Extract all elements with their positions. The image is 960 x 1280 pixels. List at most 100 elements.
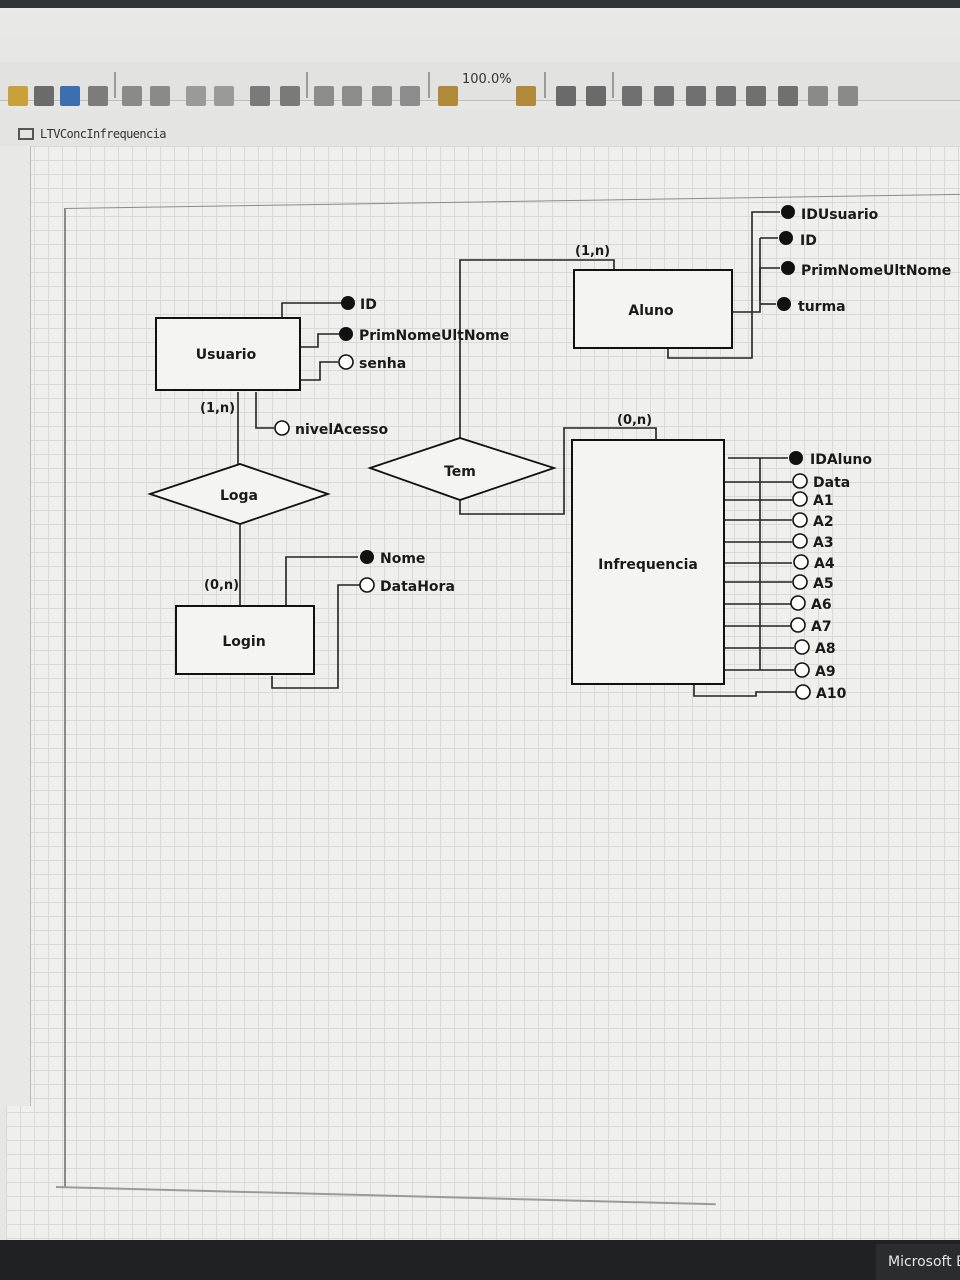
arrow-left-icon[interactable] <box>314 86 334 106</box>
attribute-label: A7 <box>811 619 832 635</box>
paste-icon[interactable] <box>280 86 300 106</box>
layer-back-icon[interactable] <box>586 86 606 106</box>
text-tool-icon[interactable] <box>808 86 828 106</box>
key-attribute-dot <box>781 261 795 275</box>
zoom-in-icon[interactable] <box>516 86 536 106</box>
attribute-label: ID <box>800 233 817 249</box>
relationship-tool-icon[interactable] <box>654 86 674 106</box>
attribute-label: A5 <box>813 576 834 592</box>
attribute-dot <box>359 577 375 593</box>
attribute-dot <box>793 554 809 570</box>
print-icon[interactable] <box>88 86 108 106</box>
svg-text:Aluno: Aluno <box>628 303 674 319</box>
toolbar-separator <box>428 72 430 98</box>
attribute-dot <box>338 354 354 370</box>
open-folder-icon[interactable] <box>8 86 28 106</box>
menu-strip <box>0 0 960 58</box>
entity-infrequencia[interactable]: Infrequencia <box>571 439 725 685</box>
cardinality-label: (1,n) <box>575 244 610 259</box>
zoom-out-icon[interactable] <box>438 86 458 106</box>
key-attribute-dot <box>789 451 803 465</box>
attribute-label: A2 <box>813 514 834 530</box>
arrow-down-icon[interactable] <box>372 86 392 106</box>
layer-icon[interactable] <box>556 86 576 106</box>
connector-line <box>459 427 657 515</box>
attribute-dot <box>794 639 810 655</box>
save-icon[interactable] <box>34 86 54 106</box>
copy-icon[interactable] <box>250 86 270 106</box>
tab-label: LTVConcInfrequencia <box>40 127 166 141</box>
align-right-icon[interactable] <box>214 86 234 106</box>
screen: 100.0% LTVConcInfrequencia <box>0 0 960 1240</box>
connector-line <box>667 211 780 359</box>
connector-line <box>693 684 796 697</box>
attribute-tool-icon[interactable] <box>686 86 706 106</box>
attribute-label: A10 <box>816 686 847 702</box>
connector-line <box>459 259 615 438</box>
attribute-label: IDUsuario <box>801 207 879 223</box>
arrow-right-icon[interactable] <box>400 86 420 106</box>
zoom-level: 100.0% <box>462 72 512 87</box>
key-attribute-dot <box>781 205 795 219</box>
toolbar-separator <box>612 72 614 98</box>
link-tool-icon[interactable] <box>716 86 736 106</box>
save-as-icon[interactable] <box>60 86 80 106</box>
relationship-tem[interactable]: Tem <box>367 437 557 501</box>
attribute-label: Data <box>813 475 850 491</box>
svg-text:Infrequencia: Infrequencia <box>598 557 698 573</box>
taskbar <box>0 1240 960 1280</box>
attribute-dot <box>795 684 811 700</box>
left-gutter <box>0 146 31 1106</box>
cardinality-label: (0,n) <box>204 578 239 593</box>
attribute-label: IDAluno <box>810 452 872 468</box>
cardinality-label: (0,n) <box>617 413 652 428</box>
entity-aluno[interactable]: Aluno <box>573 269 733 349</box>
entity-usuario[interactable]: Usuario <box>155 317 301 391</box>
attribute-dot <box>792 491 808 507</box>
connector-line <box>285 556 358 606</box>
entity-login[interactable]: Login <box>175 605 315 675</box>
toolbar-separator <box>544 72 546 98</box>
align-left-icon[interactable] <box>186 86 206 106</box>
redo-icon[interactable] <box>150 86 170 106</box>
svg-text:Loga: Loga <box>220 488 258 504</box>
attribute-dot <box>274 420 290 436</box>
attribute-dot <box>790 617 806 633</box>
toolbar-separator <box>306 72 308 98</box>
undo-icon[interactable] <box>122 86 142 106</box>
attribute-dot <box>790 595 806 611</box>
connector-line <box>300 361 338 381</box>
arrow-up-icon[interactable] <box>342 86 362 106</box>
attribute-label: A9 <box>815 664 836 680</box>
attribute-label: DataHora <box>380 579 455 595</box>
diagram-icon <box>18 128 34 140</box>
attribute-label: A4 <box>814 556 835 572</box>
self-relation-tool-icon[interactable] <box>778 86 798 106</box>
attribute-dot <box>792 512 808 528</box>
specialization-tool-icon[interactable] <box>746 86 766 106</box>
connector-line <box>732 267 780 313</box>
attribute-label: A8 <box>815 641 836 657</box>
tab-diagram[interactable]: LTVConcInfrequencia <box>6 116 176 148</box>
key-attribute-dot <box>360 550 374 564</box>
page-border <box>64 208 66 1188</box>
attribute-label: turma <box>798 299 846 315</box>
attribute-label: A6 <box>811 597 832 613</box>
key-attribute-dot <box>777 297 791 311</box>
tab-bar <box>0 110 960 146</box>
connector-line <box>300 333 342 348</box>
er-diagram: Usuario Aluno Login Infrequencia Loga Te… <box>147 205 951 702</box>
relationship-loga[interactable]: Loga <box>147 463 331 525</box>
connector-line <box>271 584 360 689</box>
key-attribute-dot <box>339 327 353 341</box>
taskbar-app-button[interactable]: Microsoft E <box>876 1244 960 1280</box>
attribute-dot <box>792 574 808 590</box>
key-attribute-dot <box>341 296 355 310</box>
note-tool-icon[interactable] <box>838 86 858 106</box>
attribute-label: PrimNomeUltNome <box>359 328 509 344</box>
diagram-canvas[interactable] <box>6 146 960 1240</box>
attribute-label: ID <box>360 297 377 313</box>
entity-tool-icon[interactable] <box>622 86 642 106</box>
attribute-dot <box>792 533 808 549</box>
attribute-dot <box>794 662 810 678</box>
